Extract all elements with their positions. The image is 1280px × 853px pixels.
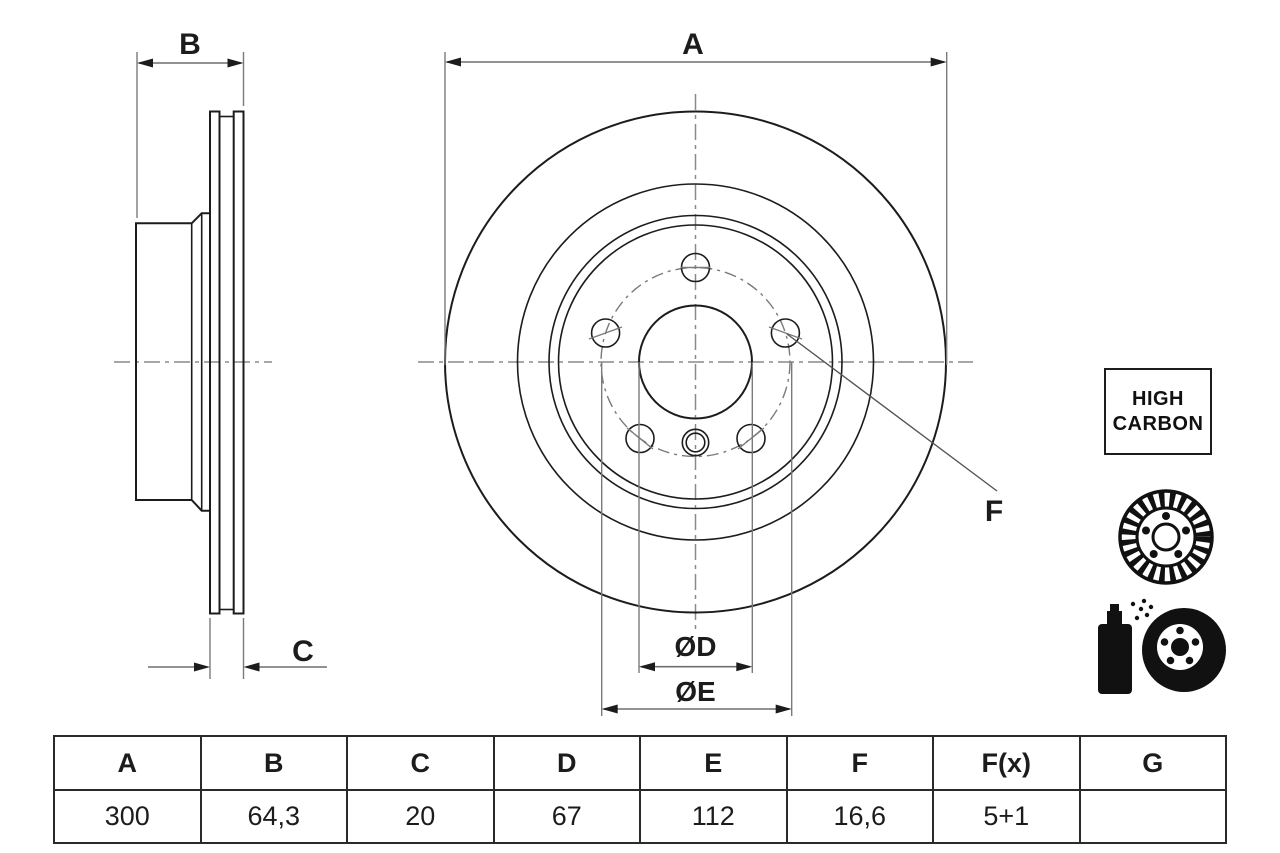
value-A: 300 xyxy=(53,789,202,844)
dim-label-B: B xyxy=(179,28,201,61)
header-F: F xyxy=(785,735,934,791)
coated-disc-icon xyxy=(1142,608,1226,692)
high-carbon-badge: HIGH CARBON xyxy=(1104,368,1212,455)
value-G xyxy=(1078,789,1227,844)
header-Fx: F(x) xyxy=(932,735,1081,791)
value-D: 67 xyxy=(492,789,641,844)
dimension-table: A B C D E F F(x) G 300 64,3 20 67 112 16… xyxy=(53,735,1227,844)
front-view: A ØD ØE F xyxy=(418,28,1003,716)
header-D: D xyxy=(492,735,641,791)
friction-ring-outline xyxy=(209,110,245,615)
badge-line-2: CARBON xyxy=(1112,413,1204,435)
hat-section-outline xyxy=(135,212,210,512)
dim-label-A: A xyxy=(682,28,704,61)
header-G: G xyxy=(1078,735,1227,791)
header-C: C xyxy=(346,735,495,791)
right-panel xyxy=(1098,489,1226,694)
header-B: B xyxy=(199,735,348,791)
header-E: E xyxy=(639,735,788,791)
value-F: 16,6 xyxy=(785,789,934,844)
dimension-D: ØD xyxy=(638,362,753,673)
friction-surface-inner-circle xyxy=(516,183,875,541)
dim-label-E: ØE xyxy=(675,676,715,707)
badge-line-1: HIGH xyxy=(1132,388,1184,410)
vented-disc-icon xyxy=(1118,489,1214,585)
bolt-holes xyxy=(588,252,803,454)
dimension-A: A xyxy=(444,28,948,365)
value-C: 20 xyxy=(346,789,495,844)
dimension-B: B xyxy=(136,28,245,218)
spray-can-icon xyxy=(1098,598,1154,694)
table-header-row: A B C D E F F(x) G xyxy=(53,735,1227,791)
value-B: 64,3 xyxy=(199,789,348,844)
dimension-C: C xyxy=(148,618,327,679)
dim-label-D: ØD xyxy=(675,631,717,662)
value-Fx: 5+1 xyxy=(932,789,1081,844)
header-A: A xyxy=(53,735,202,791)
locating-hole xyxy=(681,428,710,457)
side-view: B C xyxy=(114,28,327,679)
dimension-E: ØE xyxy=(601,362,793,716)
dim-label-C: C xyxy=(292,635,314,668)
table-value-row: 300 64,3 20 67 112 16,6 5+1 xyxy=(53,789,1227,844)
dimension-F: F xyxy=(786,333,1003,528)
hat-edge-circle xyxy=(557,224,834,500)
value-E: 112 xyxy=(639,789,788,844)
dim-label-F: F xyxy=(985,495,1003,528)
hat-chamfer-circle xyxy=(548,214,843,510)
